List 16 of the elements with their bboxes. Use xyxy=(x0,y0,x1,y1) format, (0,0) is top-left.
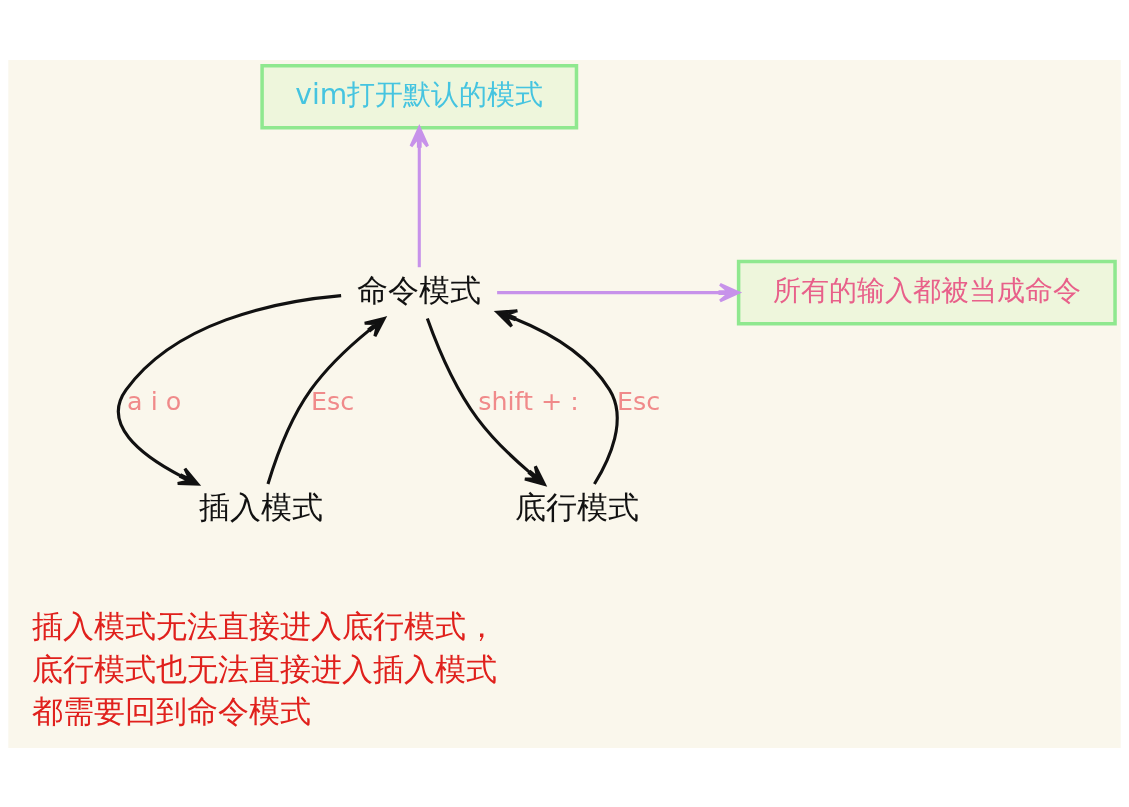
arrow xyxy=(116,293,342,486)
edge-label: Esc xyxy=(310,385,355,416)
node-text: 命令模式 xyxy=(357,271,482,308)
edge-label: a i o xyxy=(127,385,182,416)
label: 插入模式无法直接进入底行模式，底行模式也无法直接进入插入模式都需要回到命令模式 xyxy=(31,607,497,729)
node-text: 插入模式 xyxy=(199,488,324,525)
arrow xyxy=(266,316,386,484)
edge-label: Esc xyxy=(616,385,661,416)
arrow xyxy=(497,282,740,302)
node-box: vim打开默认的模式 xyxy=(260,63,579,129)
node-box: 所有的输入都被当成命令 xyxy=(736,259,1117,325)
edge-label: shift + : xyxy=(478,385,579,416)
arrow xyxy=(409,125,430,267)
arrow xyxy=(425,317,546,486)
arrow xyxy=(495,308,619,485)
node-text: 底行模式 xyxy=(515,488,640,525)
